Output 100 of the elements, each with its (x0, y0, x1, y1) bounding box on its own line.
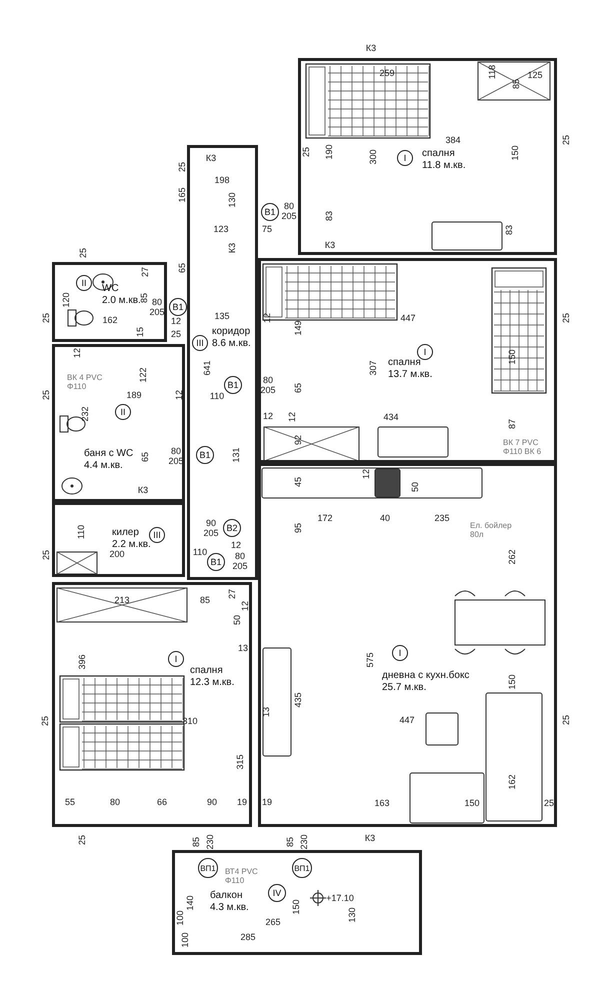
dimension-label: 300 (368, 149, 378, 165)
room-outline (298, 58, 557, 255)
dimension-label: 172 (317, 513, 333, 523)
dimension-label: 25 (171, 329, 181, 339)
dimension-label: 232 (80, 406, 90, 422)
reference-tag: В1 (169, 298, 187, 316)
dimension-label: 310 (182, 716, 198, 726)
dimension-label: 235 (434, 513, 450, 523)
door-size-label: 205 (232, 561, 248, 571)
dimension-label: 641 (202, 360, 212, 376)
dimension-label: 435 (293, 692, 303, 708)
pipe-note: ВТ4 PVC Φ110 (225, 867, 259, 885)
dimension-label: 25 (177, 162, 187, 172)
room-name: WC (102, 283, 120, 295)
dimension-label: 123 (213, 224, 229, 234)
reference-tag: ВП1 (198, 858, 218, 878)
dimension-label: 25 (40, 716, 50, 726)
door-size-label: 90 (206, 518, 216, 528)
reference-tag: В2 (223, 519, 241, 537)
dimension-label: 80 (110, 797, 120, 807)
dimension-label: 130 (227, 192, 237, 208)
reference-tag: II (115, 404, 131, 420)
room-area: 4.3 м.кв. (210, 902, 249, 914)
dimension-label: 55 (65, 797, 75, 807)
room-area: 2.0 м.кв. (102, 295, 141, 307)
dimension-label: 162 (507, 774, 517, 790)
dimension-label: 25 (544, 798, 554, 808)
dimension-label: 85 (200, 595, 210, 605)
dimension-label: 213 (114, 595, 130, 605)
dimension-label: 25 (561, 715, 571, 725)
dimension-label: 12 (174, 390, 184, 400)
dimension-label: К3 (364, 833, 376, 843)
dimension-label: 27 (140, 267, 150, 277)
dimension-label: 265 (265, 917, 281, 927)
dimension-label: 25 (77, 835, 87, 845)
dimension-label: К3 (227, 242, 237, 254)
reference-tag: I (392, 645, 408, 661)
dimension-label: 83 (324, 211, 334, 221)
dimension-label: 95 (293, 523, 303, 533)
dimension-label: 75 (262, 224, 272, 234)
room-outline (52, 262, 167, 342)
dimension-label: 150 (507, 674, 517, 690)
dimension-label: 122 (138, 367, 148, 383)
level-label: +17.10 (326, 893, 354, 903)
dimension-label: 110 (76, 524, 86, 540)
dimension-label: 165 (177, 187, 187, 203)
dimension-label: 189 (126, 390, 142, 400)
dimension-label: 135 (214, 311, 230, 321)
dimension-label: 25 (41, 313, 51, 323)
dimension-label: 25 (561, 135, 571, 145)
dimension-label: 110 (192, 547, 208, 557)
door-size-label: 85 (191, 837, 201, 847)
door-size-label: 205 (281, 211, 297, 221)
room-name: балкон (210, 890, 244, 902)
room-name: коридор (212, 326, 251, 338)
room-name: килер (112, 527, 140, 539)
dimension-label: 19 (262, 797, 272, 807)
door-size-label: 205 (260, 385, 276, 395)
dimension-label: 131 (231, 447, 241, 463)
dimension-label: 85 (511, 79, 521, 89)
room-name: спалня (388, 357, 422, 369)
dimension-label: 575 (365, 652, 375, 668)
room-outline (258, 258, 557, 463)
dimension-label: 163 (374, 798, 390, 808)
room-name: спалня (422, 148, 456, 160)
room-name: спалня (190, 665, 224, 677)
door-size-label: 80 (263, 375, 273, 385)
door-size-label: 205 (149, 307, 165, 317)
room-area: 25.7 м.кв. (382, 682, 470, 694)
dimension-label: 447 (400, 313, 416, 323)
dimension-label: 100 (180, 932, 190, 948)
room-area: 8.6 м.кв. (212, 338, 251, 350)
dimension-label: К3 (366, 43, 376, 53)
reference-tag: III (149, 527, 165, 543)
dimension-label: 12 (72, 348, 82, 358)
dimension-label: 12 (287, 412, 297, 422)
door-size-label: 80 (171, 446, 181, 456)
dimension-label: 162 (102, 315, 118, 325)
dimension-label: 12 (171, 316, 181, 326)
dimension-label: 25 (41, 390, 51, 400)
door-size-label: 230 (205, 834, 215, 850)
dimension-label: 150 (507, 349, 517, 365)
room-outline (52, 344, 185, 502)
reference-tag: I (417, 344, 433, 360)
room-name: баня с WC (84, 448, 134, 460)
dimension-label: 150 (291, 899, 301, 915)
dimension-label: 45 (293, 477, 303, 487)
dimension-label: 12 (263, 411, 273, 421)
room-outline (52, 582, 252, 827)
dimension-label: 27 (227, 589, 237, 599)
dimension-label: 65 (177, 263, 187, 273)
door-size-label: 80 (152, 297, 162, 307)
room-outline (258, 463, 557, 827)
dimension-label: К3 (206, 153, 216, 163)
door-size-label: 80 (284, 201, 294, 211)
dimension-label: 65 (140, 452, 150, 462)
dimension-label: 25 (78, 248, 88, 258)
dimension-label: 12 (361, 469, 371, 479)
dimension-label: 434 (383, 412, 399, 422)
reference-tag: II (76, 275, 92, 291)
